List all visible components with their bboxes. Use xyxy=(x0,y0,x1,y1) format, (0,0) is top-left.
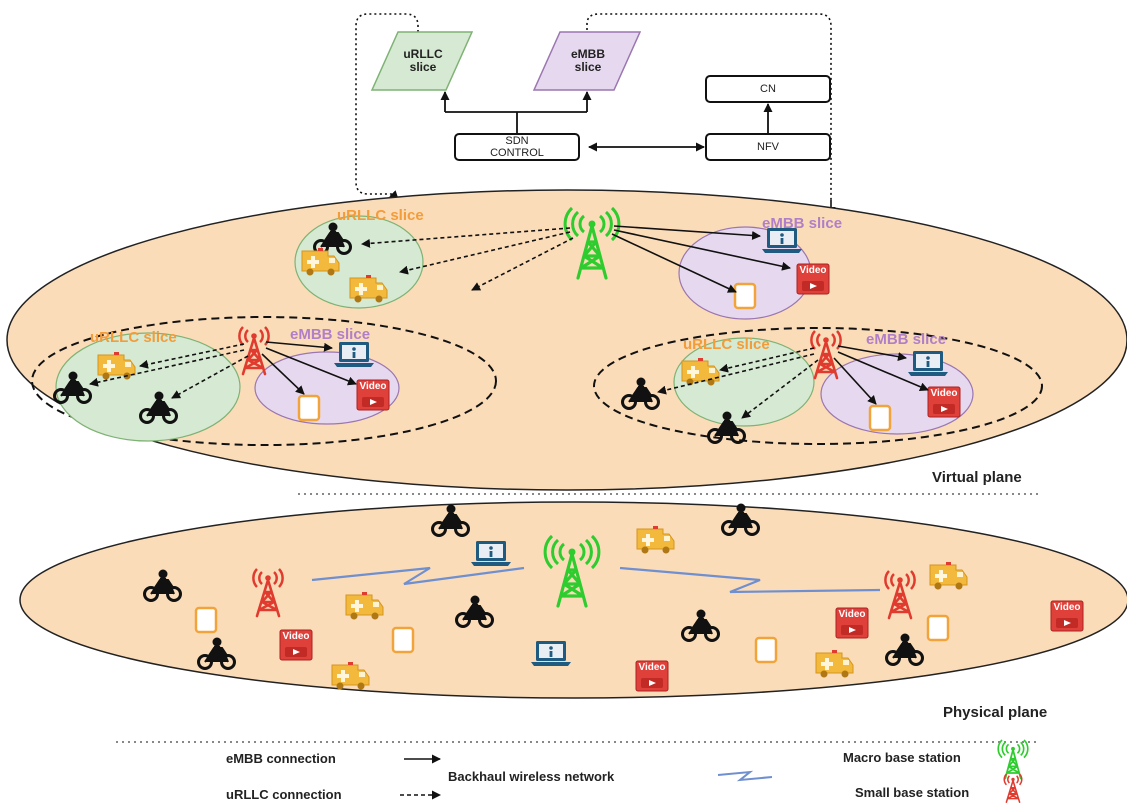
nfv-box xyxy=(705,133,831,161)
physical-plane-ellipse xyxy=(19,501,1127,699)
video-caption: Video xyxy=(799,265,827,276)
video-caption: Video xyxy=(638,662,666,673)
urllc-slice-shape xyxy=(370,31,474,91)
sdn-line-2: CONTROL xyxy=(490,147,544,159)
video-caption: Video xyxy=(282,631,310,642)
laptop-icon xyxy=(531,641,571,666)
laptop-icon xyxy=(908,351,948,376)
right-urllc-slice-label: uRLLC slice xyxy=(683,336,770,353)
video-caption: Video xyxy=(1053,602,1081,613)
phone-icon xyxy=(868,404,892,432)
phone-icon xyxy=(194,606,218,634)
backhaul-link-right xyxy=(619,566,881,594)
phone-icon xyxy=(733,282,757,310)
phone-icon xyxy=(926,614,950,642)
physical-plane xyxy=(19,501,1127,699)
video-caption: Video xyxy=(930,388,958,399)
legend-urllc-text: uRLLC connection xyxy=(226,787,342,802)
laptop-icon xyxy=(334,342,374,367)
right-group-boundary xyxy=(593,327,1043,445)
legend-macro-text: Macro base station xyxy=(843,750,961,765)
legend-backhaul-symbol xyxy=(717,770,773,782)
right-urllc-circle xyxy=(673,337,815,427)
urllc-slice-line-2: slice xyxy=(409,60,437,74)
embb-slice-line-2: slice xyxy=(574,60,602,74)
legend-small-text: Small base station xyxy=(855,785,970,800)
virtual-plane-label: Virtual plane xyxy=(932,469,1022,486)
cn-box xyxy=(705,75,831,103)
right-embb-slice-label: eMBB slice xyxy=(866,331,947,348)
cn-label: CN xyxy=(760,83,776,95)
sdn-line-1: SDN xyxy=(505,135,529,147)
urllc-slice-line-1: uRLLC xyxy=(403,47,443,61)
left-embb-slice-label: eMBB slice xyxy=(290,326,371,343)
physical-plane-label: Physical plane xyxy=(943,704,1048,721)
video-caption: Video xyxy=(359,381,387,392)
legend xyxy=(400,739,1029,803)
phone-icon xyxy=(297,394,321,422)
virtual-plane xyxy=(6,189,1127,491)
backhaul-link-left xyxy=(311,566,525,586)
phone-icon xyxy=(391,626,415,654)
dotted-loop-embb xyxy=(586,13,832,200)
legend-macro-tower-icon xyxy=(997,739,1029,780)
left-urllc-slice-label: uRLLC slice xyxy=(90,329,177,346)
embb-slice-node-label: eMBB slice xyxy=(560,48,616,74)
urllc-slice-node-label: uRLLC slice xyxy=(395,48,451,74)
sdn-control-label: SDN CONTROL xyxy=(455,135,579,159)
video-caption: Video xyxy=(838,609,866,620)
embb-slice-shape xyxy=(532,31,642,91)
left-urllc-circle xyxy=(55,332,241,442)
laptop-icon xyxy=(471,541,511,566)
legend-backhaul-text: Backhaul wireless network xyxy=(448,769,615,784)
legend-small-tower-icon xyxy=(1003,773,1023,803)
embb-slice-line-1: eMBB xyxy=(570,47,605,61)
legend-embb-text: eMBB connection xyxy=(226,751,336,766)
nfv-label: NFV xyxy=(757,141,779,153)
control-layer xyxy=(355,13,836,216)
phone-icon xyxy=(754,636,778,664)
left-group-boundary xyxy=(31,316,497,446)
top-urllc-slice-label: uRLLC slice xyxy=(337,207,424,224)
top-embb-slice-label: eMBB slice xyxy=(762,215,843,232)
